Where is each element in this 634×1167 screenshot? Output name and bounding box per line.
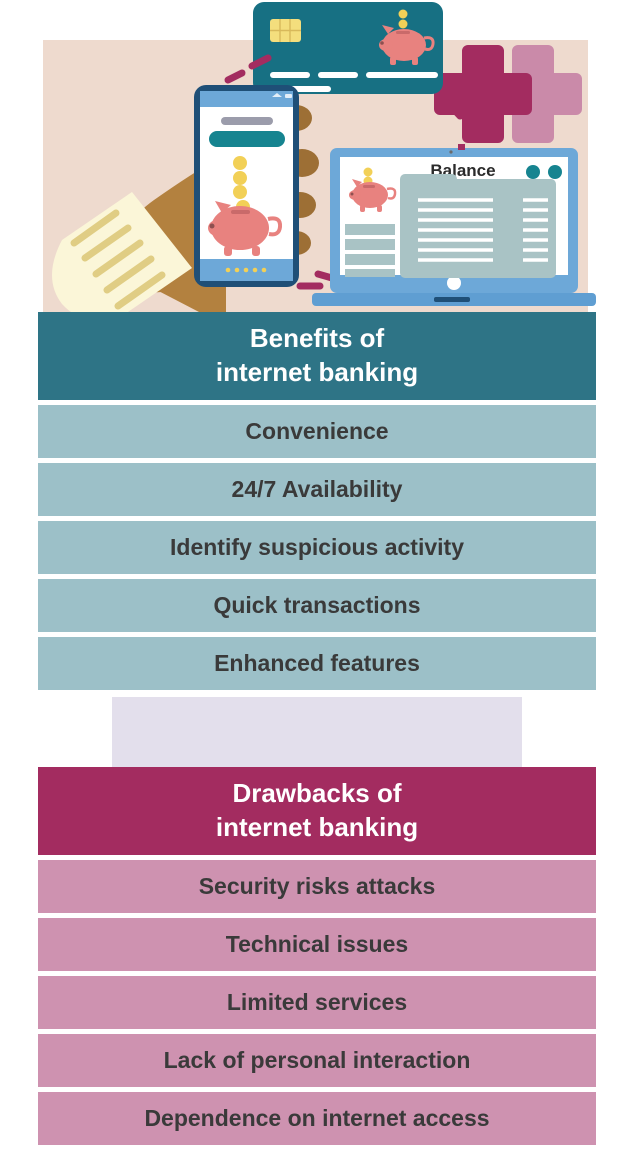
mobile-phone [194,85,299,287]
section-connector [112,697,522,769]
laptop: Balance [312,144,596,306]
page-indicator-dots [225,267,267,273]
drawback-item: Technical issues [38,918,596,971]
card-chip-icon [270,19,301,42]
benefit-item: 24/7 Availability [38,463,596,516]
laptop-status-dot-1 [526,165,540,179]
benefit-item: Enhanced features [38,637,596,690]
laptop-status-dot-2 [548,165,562,179]
drawbacks-title-line2: internet banking [215,812,419,842]
cross-front-icon [434,45,532,143]
benefit-item: Convenience [38,405,596,458]
laptop-piggy-icon [349,167,397,212]
cross-back-icon [484,45,582,143]
benefits-title-line2: internet banking [215,357,419,387]
header-illustration: Balance [0,0,634,315]
benefits-title-line1: Benefits of [249,323,385,354]
status-icons [272,93,292,98]
drawback-item: Limited services [38,976,596,1029]
benefit-item: Identify suspicious activity [38,521,596,574]
benefit-item: Quick transactions [38,579,596,632]
benefits-header: Benefits of internet banking [38,312,596,400]
drawback-item: Security risks attacks [38,860,596,913]
drawbacks-title-line1: Drawbacks of [232,778,402,809]
phone-piggy-icon [208,201,283,256]
laptop-sidebar-bars [345,224,395,277]
card-piggy-icon [379,9,435,65]
credit-card [253,2,443,94]
laptop-content-panel [400,174,556,278]
benefits-section: Benefits of internet banking Convenience… [38,312,596,695]
drawbacks-header: Drawbacks of internet banking [38,767,596,855]
sleeve [52,192,192,315]
drawbacks-section: Drawbacks of internet banking Security r… [38,767,596,1150]
phone-input-field [221,117,273,125]
drawback-item: Lack of personal interaction [38,1034,596,1087]
drawback-item: Dependence on internet access [38,1092,596,1145]
phone-action-button [209,131,285,147]
